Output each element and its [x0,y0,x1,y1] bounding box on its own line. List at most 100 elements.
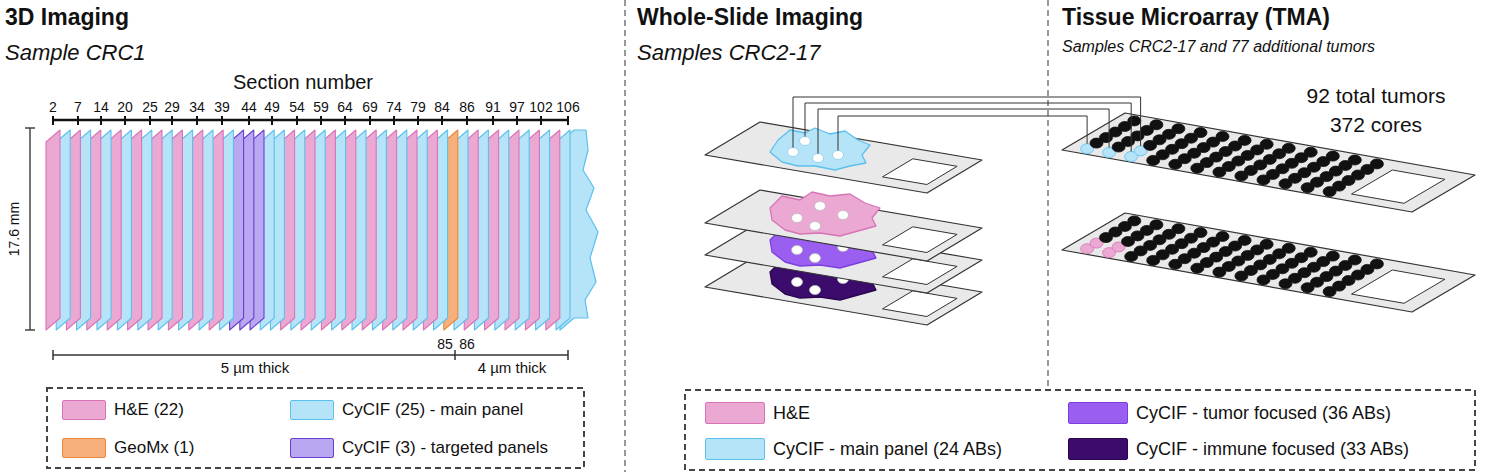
legend-text: CyCIF (3) - targeted panels [342,438,548,458]
legend-text: CyCIF - immune focused (33 ABs) [1136,439,1409,460]
section-number: 29 [164,99,180,115]
tma-core [1128,216,1141,226]
section-number: 25 [142,99,158,115]
panel-separator [1047,0,1048,386]
legend-swatch [1068,402,1128,424]
legend-swatch [290,400,334,420]
legend-frame [685,390,1475,470]
bracket-tick [567,350,569,360]
section-number: 85 [437,336,453,352]
axis-tick [441,116,443,125]
glass-slide [1062,113,1475,212]
section-number: 79 [410,99,426,115]
section-number: 49 [264,99,280,115]
section-number: 84 [434,99,450,115]
legend-text: CyCIF - tumor focused (36 ABs) [1136,403,1391,424]
axis-tick [100,116,102,125]
dimension-label: 17.6 mm [6,202,22,256]
tma-core [1326,151,1339,161]
slide-label-area [883,259,958,285]
section-number: 86 [459,336,475,352]
section-number: 69 [362,99,378,115]
legend-text: GeoMx (1) [114,438,194,458]
core-punch [810,286,821,295]
tma-core [1370,159,1383,169]
section-number: 97 [509,99,525,115]
core-punch [810,254,821,263]
tma-core [1260,139,1273,149]
core-map-line [805,103,1131,152]
tma-core [1348,155,1361,165]
tma-core [1304,147,1317,157]
axis-tick [320,116,322,125]
slide-label-area [883,159,958,185]
tissue-section [46,130,60,330]
axis-tick [567,116,569,125]
dimension-tick [25,127,35,129]
section-number: 86 [459,99,475,115]
count-label: 92 total tumors [1307,84,1446,108]
tma-core [1304,247,1317,257]
axis-tick [344,116,346,125]
section-number: 14 [93,99,109,115]
core-punch [792,214,803,223]
legend-swatch [1068,438,1128,460]
axis-title: Section number [233,71,373,94]
panel-subheading: Samples CRC2-17 and 77 additional tumors [1062,38,1375,56]
legend-text: H&E (22) [114,400,184,420]
tissue-whole-slide [770,192,880,236]
core-map-line [818,109,1109,154]
bracket-tick [454,350,456,360]
legend-swatch [705,438,765,460]
section-number: 64 [337,99,353,115]
panel-heading: Tissue Microarray (TMA) [1062,4,1330,30]
section-axis [53,119,568,122]
legend-text: H&E [773,403,810,424]
axis-tick [369,116,371,125]
section-number: 106 [556,99,579,115]
tma-core [1260,239,1273,249]
bracket-tick [52,350,54,360]
tma-core [1348,255,1361,265]
slide-label-area [883,291,958,317]
core-map-line [838,116,1087,151]
tma-core [1194,128,1207,138]
glass-slide [705,190,982,261]
section-number: 91 [485,99,501,115]
core-map-line [793,97,1141,148]
core-punch [838,211,849,220]
tma-core [1172,124,1185,134]
thickness-bracket [53,354,568,356]
panel-subheading: Sample CRC1 [5,40,146,65]
core-punch [792,246,803,255]
axis-tick [149,116,151,125]
axis-tick [124,116,126,125]
core-punch [813,154,824,163]
slide-label-area [1352,170,1445,203]
tma-core [1150,120,1163,130]
tma-core [1370,259,1383,269]
tma-core [1238,235,1251,245]
section-number: 39 [214,99,230,115]
tma-core [1282,143,1295,153]
core-punch [833,151,844,160]
tissue-whole-slide [770,128,870,170]
axis-tick [492,116,494,125]
section-number: 34 [189,99,205,115]
count-label: 372 cores [1330,113,1422,137]
tma-core [1128,116,1141,126]
section-number: 54 [289,99,305,115]
tma-core [1216,232,1229,242]
panel-heading: Whole-Slide Imaging [637,4,863,30]
legend-text: CyCIF - main panel (24 ABs) [773,439,1002,460]
axis-tick [516,116,518,125]
tma-core [1150,220,1163,230]
tma-core [1194,228,1207,238]
legend-frame [47,388,584,468]
glass-slide [705,122,982,193]
axis-tick [52,116,54,125]
section-number: 102 [529,99,552,115]
dimension-tick [25,329,35,331]
core-punch [800,137,811,146]
